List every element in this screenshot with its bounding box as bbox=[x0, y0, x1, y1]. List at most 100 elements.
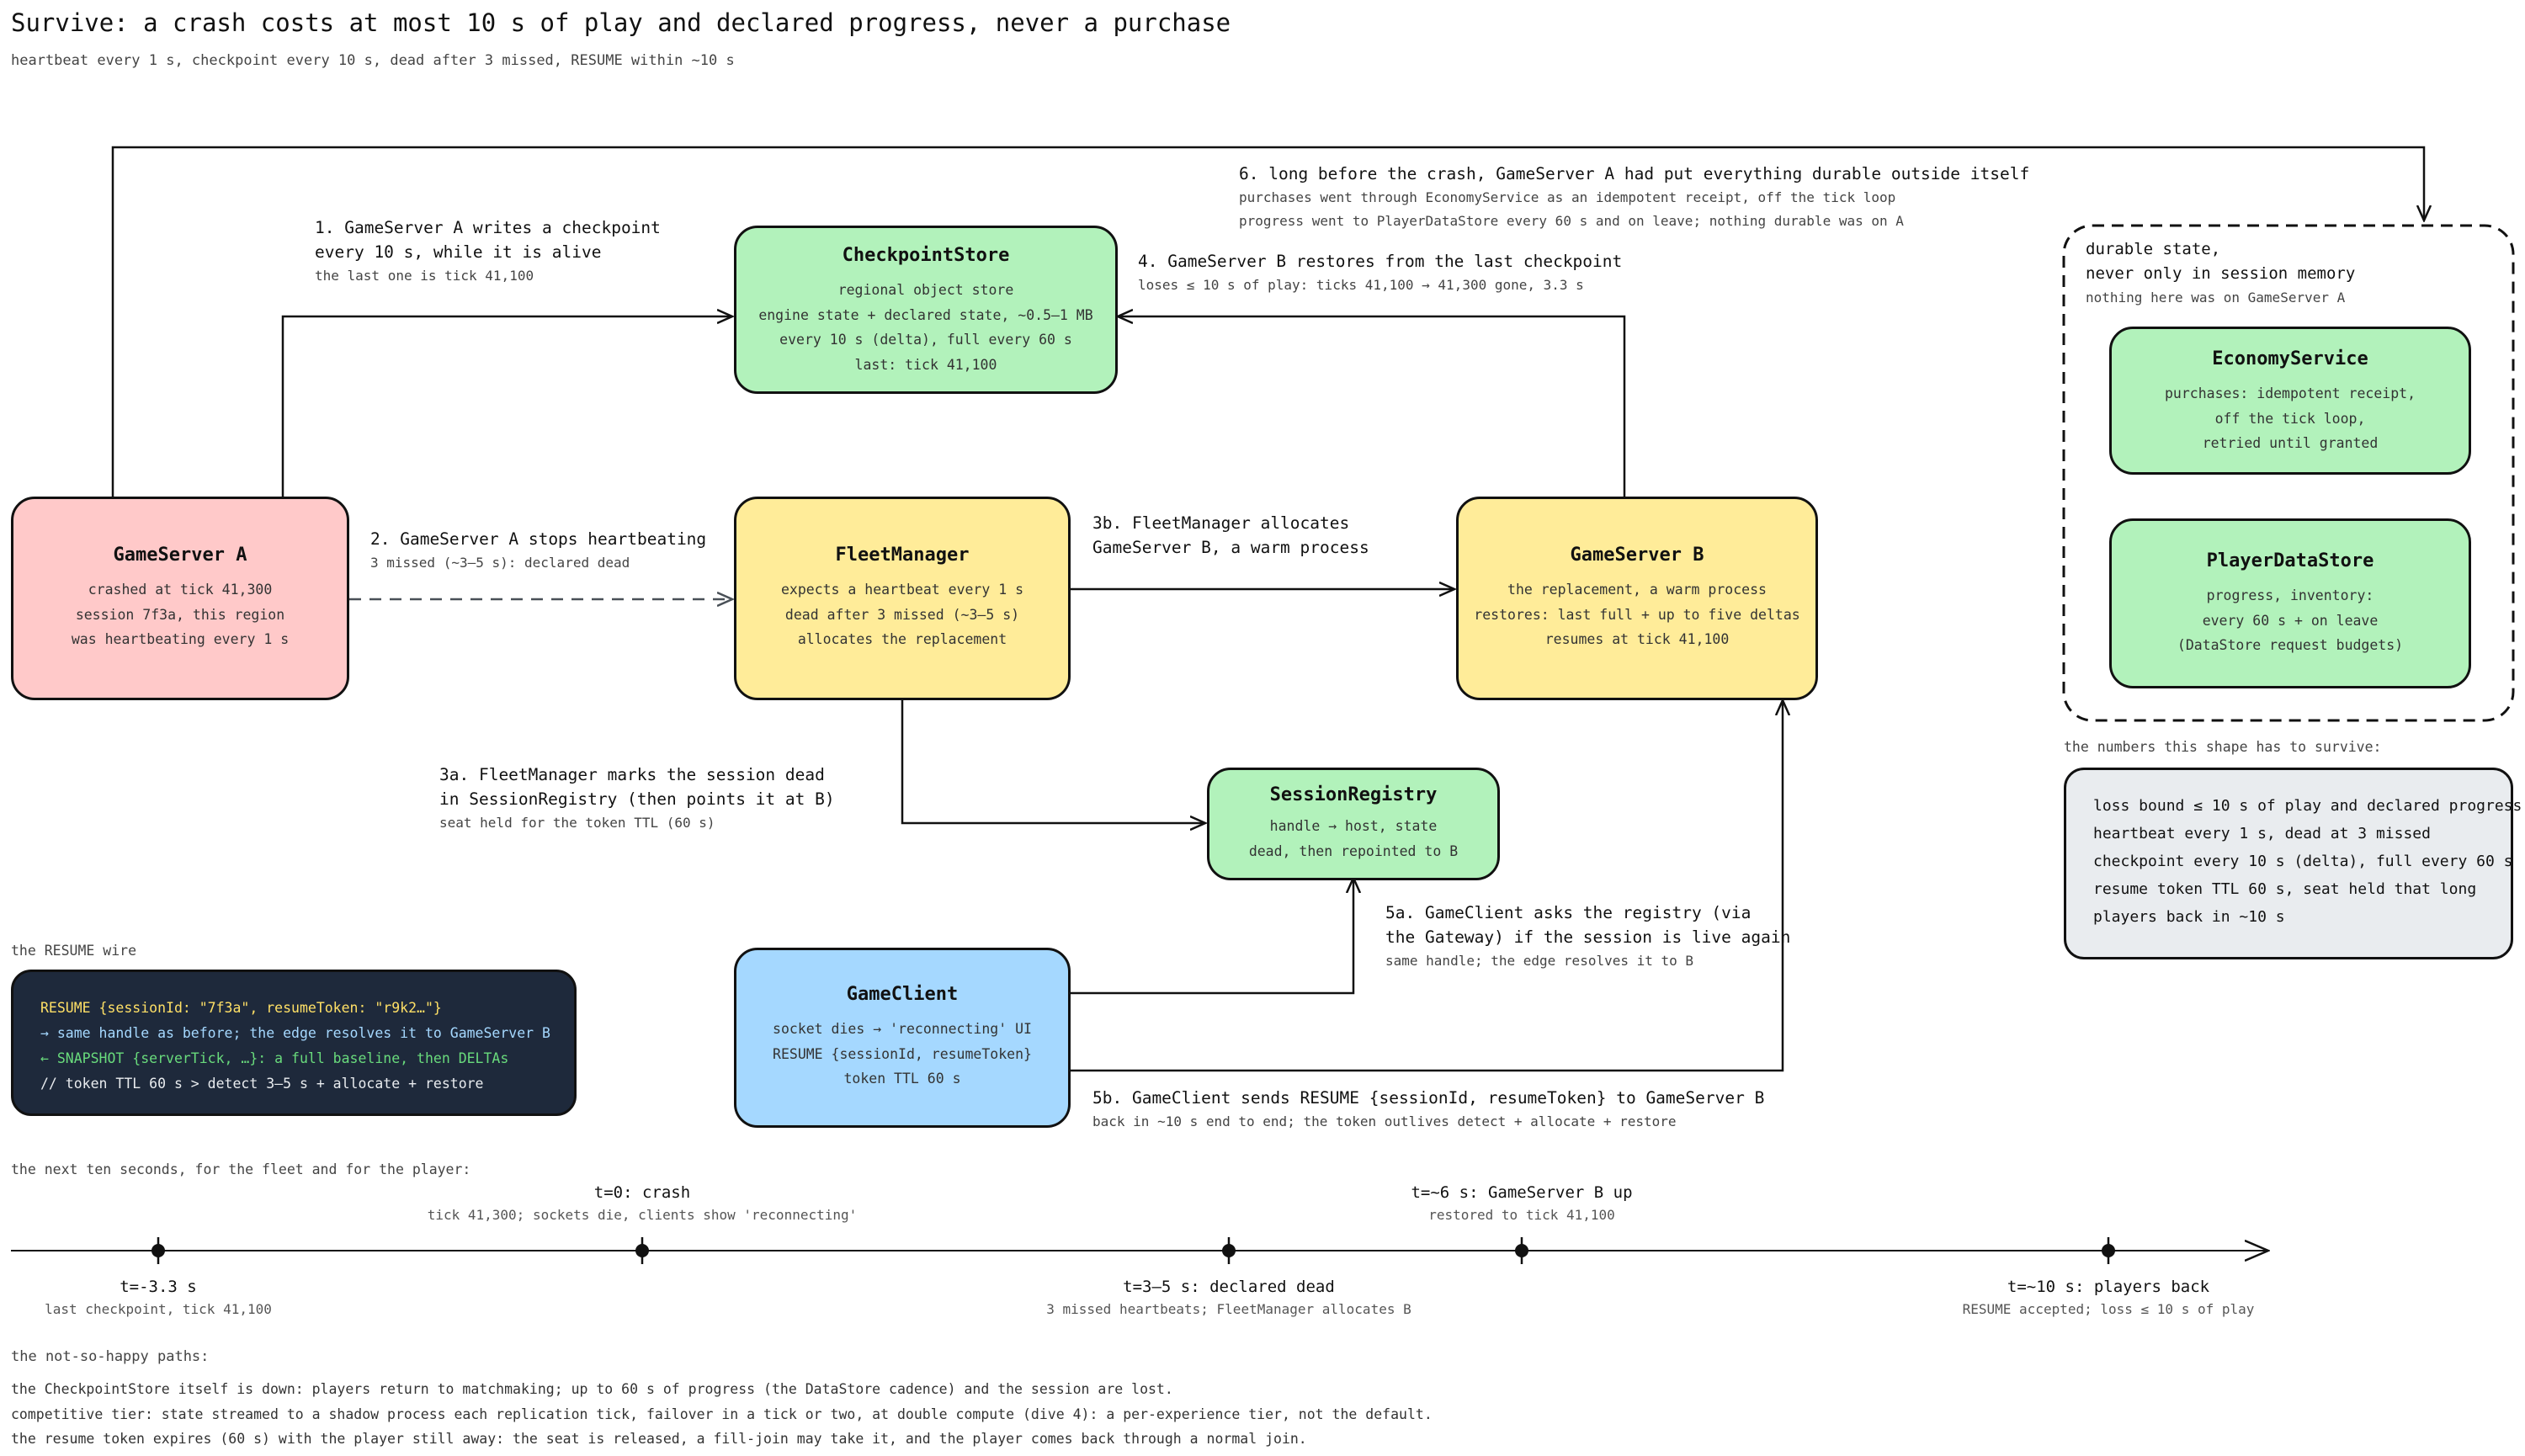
box-line: retried until granted bbox=[2202, 435, 2379, 451]
durable-state-group bbox=[2062, 224, 2515, 722]
gameserver-b-box: GameServer B the replacement, a warm pro… bbox=[1456, 497, 1818, 700]
box-title: GameClient bbox=[846, 984, 959, 1005]
unhappy-paths: the not-so-happy paths: the CheckpointSt… bbox=[11, 1348, 1433, 1452]
numbers-line: heartbeat every 1 s, dead at 3 missed bbox=[2093, 825, 2431, 842]
box-title: PlayerDataStore bbox=[2206, 550, 2374, 571]
edge-label-line: 5b. GameClient sends RESUME {sessionId, … bbox=[1092, 1088, 1765, 1108]
box-title: CheckpointStore bbox=[842, 245, 1010, 266]
box-title: SessionRegistry bbox=[1269, 784, 1438, 805]
box-line: crashed at tick 41,300 bbox=[88, 582, 273, 598]
edge-label-line: the Gateway) if the session is live agai… bbox=[1385, 927, 1791, 947]
diagram-subtitle: heartbeat every 1 s, checkpoint every 10… bbox=[11, 52, 735, 69]
timeline-caption: the next ten seconds, for the fleet and … bbox=[11, 1161, 471, 1177]
edge-note: progress went to PlayerDataStore every 6… bbox=[1239, 213, 1904, 229]
unhappy-caption: the not-so-happy paths: bbox=[11, 1348, 210, 1365]
fleet-manager-box: FleetManager expects a heartbeat every 1… bbox=[734, 497, 1071, 700]
timeline-event: t=3–5 s: declared dead 3 missed heartbeat… bbox=[892, 1278, 1566, 1317]
edge-note: purchases went through EconomyService as… bbox=[1239, 189, 1896, 205]
unhappy-line: the resume token expires (60 s) with the… bbox=[11, 1431, 1307, 1447]
box-line: off the tick loop, bbox=[2214, 410, 2366, 427]
edge-label-line: 3b. FleetManager allocates bbox=[1092, 513, 1350, 533]
box-line: dead after 3 missed (~3–5 s) bbox=[784, 606, 1020, 623]
box-title: EconomyService bbox=[2212, 348, 2368, 369]
resume-wire-line: RESUME {sessionId: "7f3a", resumeToken: … bbox=[40, 1000, 442, 1016]
edge-note: back in ~10 s end to end; the token outl… bbox=[1092, 1113, 1677, 1129]
edge-4-restore bbox=[1118, 316, 1626, 497]
box-line: restores: last full + up to five deltas bbox=[1474, 606, 1800, 623]
box-line: was heartbeating every 1 s bbox=[71, 631, 290, 647]
box-title: GameServer A bbox=[113, 545, 247, 566]
box-title: GameServer B bbox=[1570, 545, 1704, 566]
box-line: every 10 s (delta), full every 60 s bbox=[779, 332, 1072, 348]
edge-6-durable bbox=[111, 146, 2424, 497]
numbers-line: loss bound ≤ 10 s of play and declared p… bbox=[2093, 797, 2522, 815]
edge-label-line: GameServer B, a warm process bbox=[1092, 538, 1369, 557]
player-data-store-box: PlayerDataStore progress, inventory: eve… bbox=[2109, 518, 2471, 688]
durable-group-note: nothing here was on GameServer A bbox=[2086, 290, 2346, 306]
box-line: every 60 s + on leave bbox=[2202, 612, 2379, 629]
edge-2-label: 2. GameServer A stops heartbeating 3 mis… bbox=[370, 527, 706, 575]
box-line: allocates the replacement bbox=[797, 631, 1007, 647]
edge-3a-mark-dead bbox=[901, 700, 1205, 823]
timeline-event-label: t=~10 s: players back bbox=[2007, 1278, 2210, 1296]
box-line: RESUME {sessionId, resumeToken} bbox=[773, 1045, 1032, 1062]
box-line: expects a heartbeat every 1 s bbox=[780, 582, 1024, 598]
edge-label-line: 2. GameServer A stops heartbeating bbox=[370, 529, 707, 549]
resume-wire-line: // token TTL 60 s > detect 3–5 s + alloc… bbox=[40, 1076, 484, 1092]
box-line: the replacement, a warm process bbox=[1507, 582, 1767, 598]
edge-5b-resume bbox=[1071, 700, 1783, 1072]
edge-3a-label: 3a. FleetManager marks the session dead … bbox=[439, 763, 835, 835]
box-line: regional object store bbox=[837, 282, 1014, 298]
timeline-event-label: t=-3.3 s bbox=[120, 1278, 197, 1296]
numbers-caption: the numbers this shape has to survive: bbox=[2064, 739, 2382, 755]
box-line: last: tick 41,100 bbox=[854, 356, 997, 373]
unhappy-line: competitive tier: state streamed to a sh… bbox=[11, 1406, 1433, 1422]
edge-label-line: every 10 s, while it is alive bbox=[315, 242, 602, 262]
edge-3b-label: 3b. FleetManager allocates GameServer B,… bbox=[1092, 511, 1369, 560]
box-line: purchases: idempotent receipt, bbox=[2164, 385, 2416, 401]
timeline-event: t=0: crash tick 41,300; sockets die, clie… bbox=[306, 1183, 979, 1223]
resume-wire-line: ← SNAPSHOT {serverTick, …}: a full basel… bbox=[40, 1050, 509, 1066]
edge-note: same handle; the edge resolves it to B bbox=[1385, 953, 1694, 969]
timeline-event-label: t=~6 s: GameServer B up bbox=[1411, 1183, 1633, 1202]
edge-6-label: 6. long before the crash, GameServer A h… bbox=[1239, 162, 2029, 233]
box-line: token TTL 60 s bbox=[843, 1071, 961, 1087]
durable-group-line: durable state, bbox=[2086, 240, 2221, 258]
numbers-box: loss bound ≤ 10 s of play and declared p… bbox=[2064, 768, 2522, 959]
gameserver-a-box: GameServer A crashed at tick 41,300 sess… bbox=[11, 497, 349, 700]
timeline-event-label: t=0: crash bbox=[593, 1183, 691, 1202]
edge-5a-label: 5a. GameClient asks the registry (via th… bbox=[1385, 901, 1790, 973]
edge-5a-ask-registry bbox=[1071, 878, 1353, 995]
edge-label-line: 3a. FleetManager marks the session dead bbox=[439, 765, 825, 784]
economy-service-box: EconomyService purchases: idempotent rec… bbox=[2109, 327, 2471, 475]
session-registry-box: SessionRegistry handle → host, state dea… bbox=[1207, 768, 1500, 880]
numbers-line: resume token TTL 60 s, seat held that lo… bbox=[2093, 880, 2477, 898]
resume-wire-line: → same handle as before; the edge resolv… bbox=[40, 1025, 550, 1041]
game-client-box: GameClient socket dies → 'reconnecting' … bbox=[734, 948, 1071, 1128]
timeline-event-detail: tick 41,300; sockets die, clients show '… bbox=[427, 1207, 858, 1223]
timeline-event: t=-3.3 s last checkpoint, tick 41,100 bbox=[0, 1278, 495, 1317]
numbers-line: players back in ~10 s bbox=[2093, 908, 2285, 926]
edge-4-label: 4. GameServer B restores from the last c… bbox=[1138, 249, 1622, 297]
timeline-event-detail: last checkpoint, tick 41,100 bbox=[45, 1301, 272, 1317]
numbers-line: checkpoint every 10 s (delta), full ever… bbox=[2093, 853, 2513, 870]
box-line: resumes at tick 41,100 bbox=[1544, 631, 1730, 647]
edge-note: 3 missed (~3–5 s): declared dead bbox=[370, 555, 630, 571]
timeline-event-detail: restored to tick 41,100 bbox=[1428, 1207, 1615, 1223]
resume-wire-box: RESUME {sessionId: "7f3a", resumeToken: … bbox=[11, 970, 577, 1116]
edge-5b-label: 5b. GameClient sends RESUME {sessionId, … bbox=[1092, 1086, 1764, 1134]
box-title: FleetManager bbox=[835, 545, 970, 566]
durable-group-label: durable state, never only in session mem… bbox=[2086, 237, 2355, 310]
resume-wire-caption: the RESUME wire bbox=[11, 943, 137, 959]
timeline-event-detail: RESUME accepted; loss ≤ 10 s of play bbox=[1962, 1301, 2255, 1317]
edge-note: loses ≤ 10 s of play: ticks 41,100 → 41,… bbox=[1138, 277, 1584, 293]
edge-label-line: in SessionRegistry (then points it at B) bbox=[439, 789, 835, 809]
edge-label-line: 1. GameServer A writes a checkpoint bbox=[315, 218, 661, 237]
box-line: (DataStore request budgets) bbox=[2177, 637, 2404, 653]
timeline-event-label: t=3–5 s: declared dead bbox=[1123, 1278, 1335, 1296]
timeline-event-detail: 3 missed heartbeats; FleetManager alloca… bbox=[1046, 1301, 1411, 1317]
unhappy-line: the CheckpointStore itself is down: play… bbox=[11, 1381, 1173, 1397]
edge-note: the last one is tick 41,100 bbox=[315, 268, 534, 284]
edge-label-line: 4. GameServer B restores from the last c… bbox=[1138, 252, 1623, 271]
timeline-event: t=~6 s: GameServer B up restored to tick … bbox=[1185, 1183, 1858, 1223]
